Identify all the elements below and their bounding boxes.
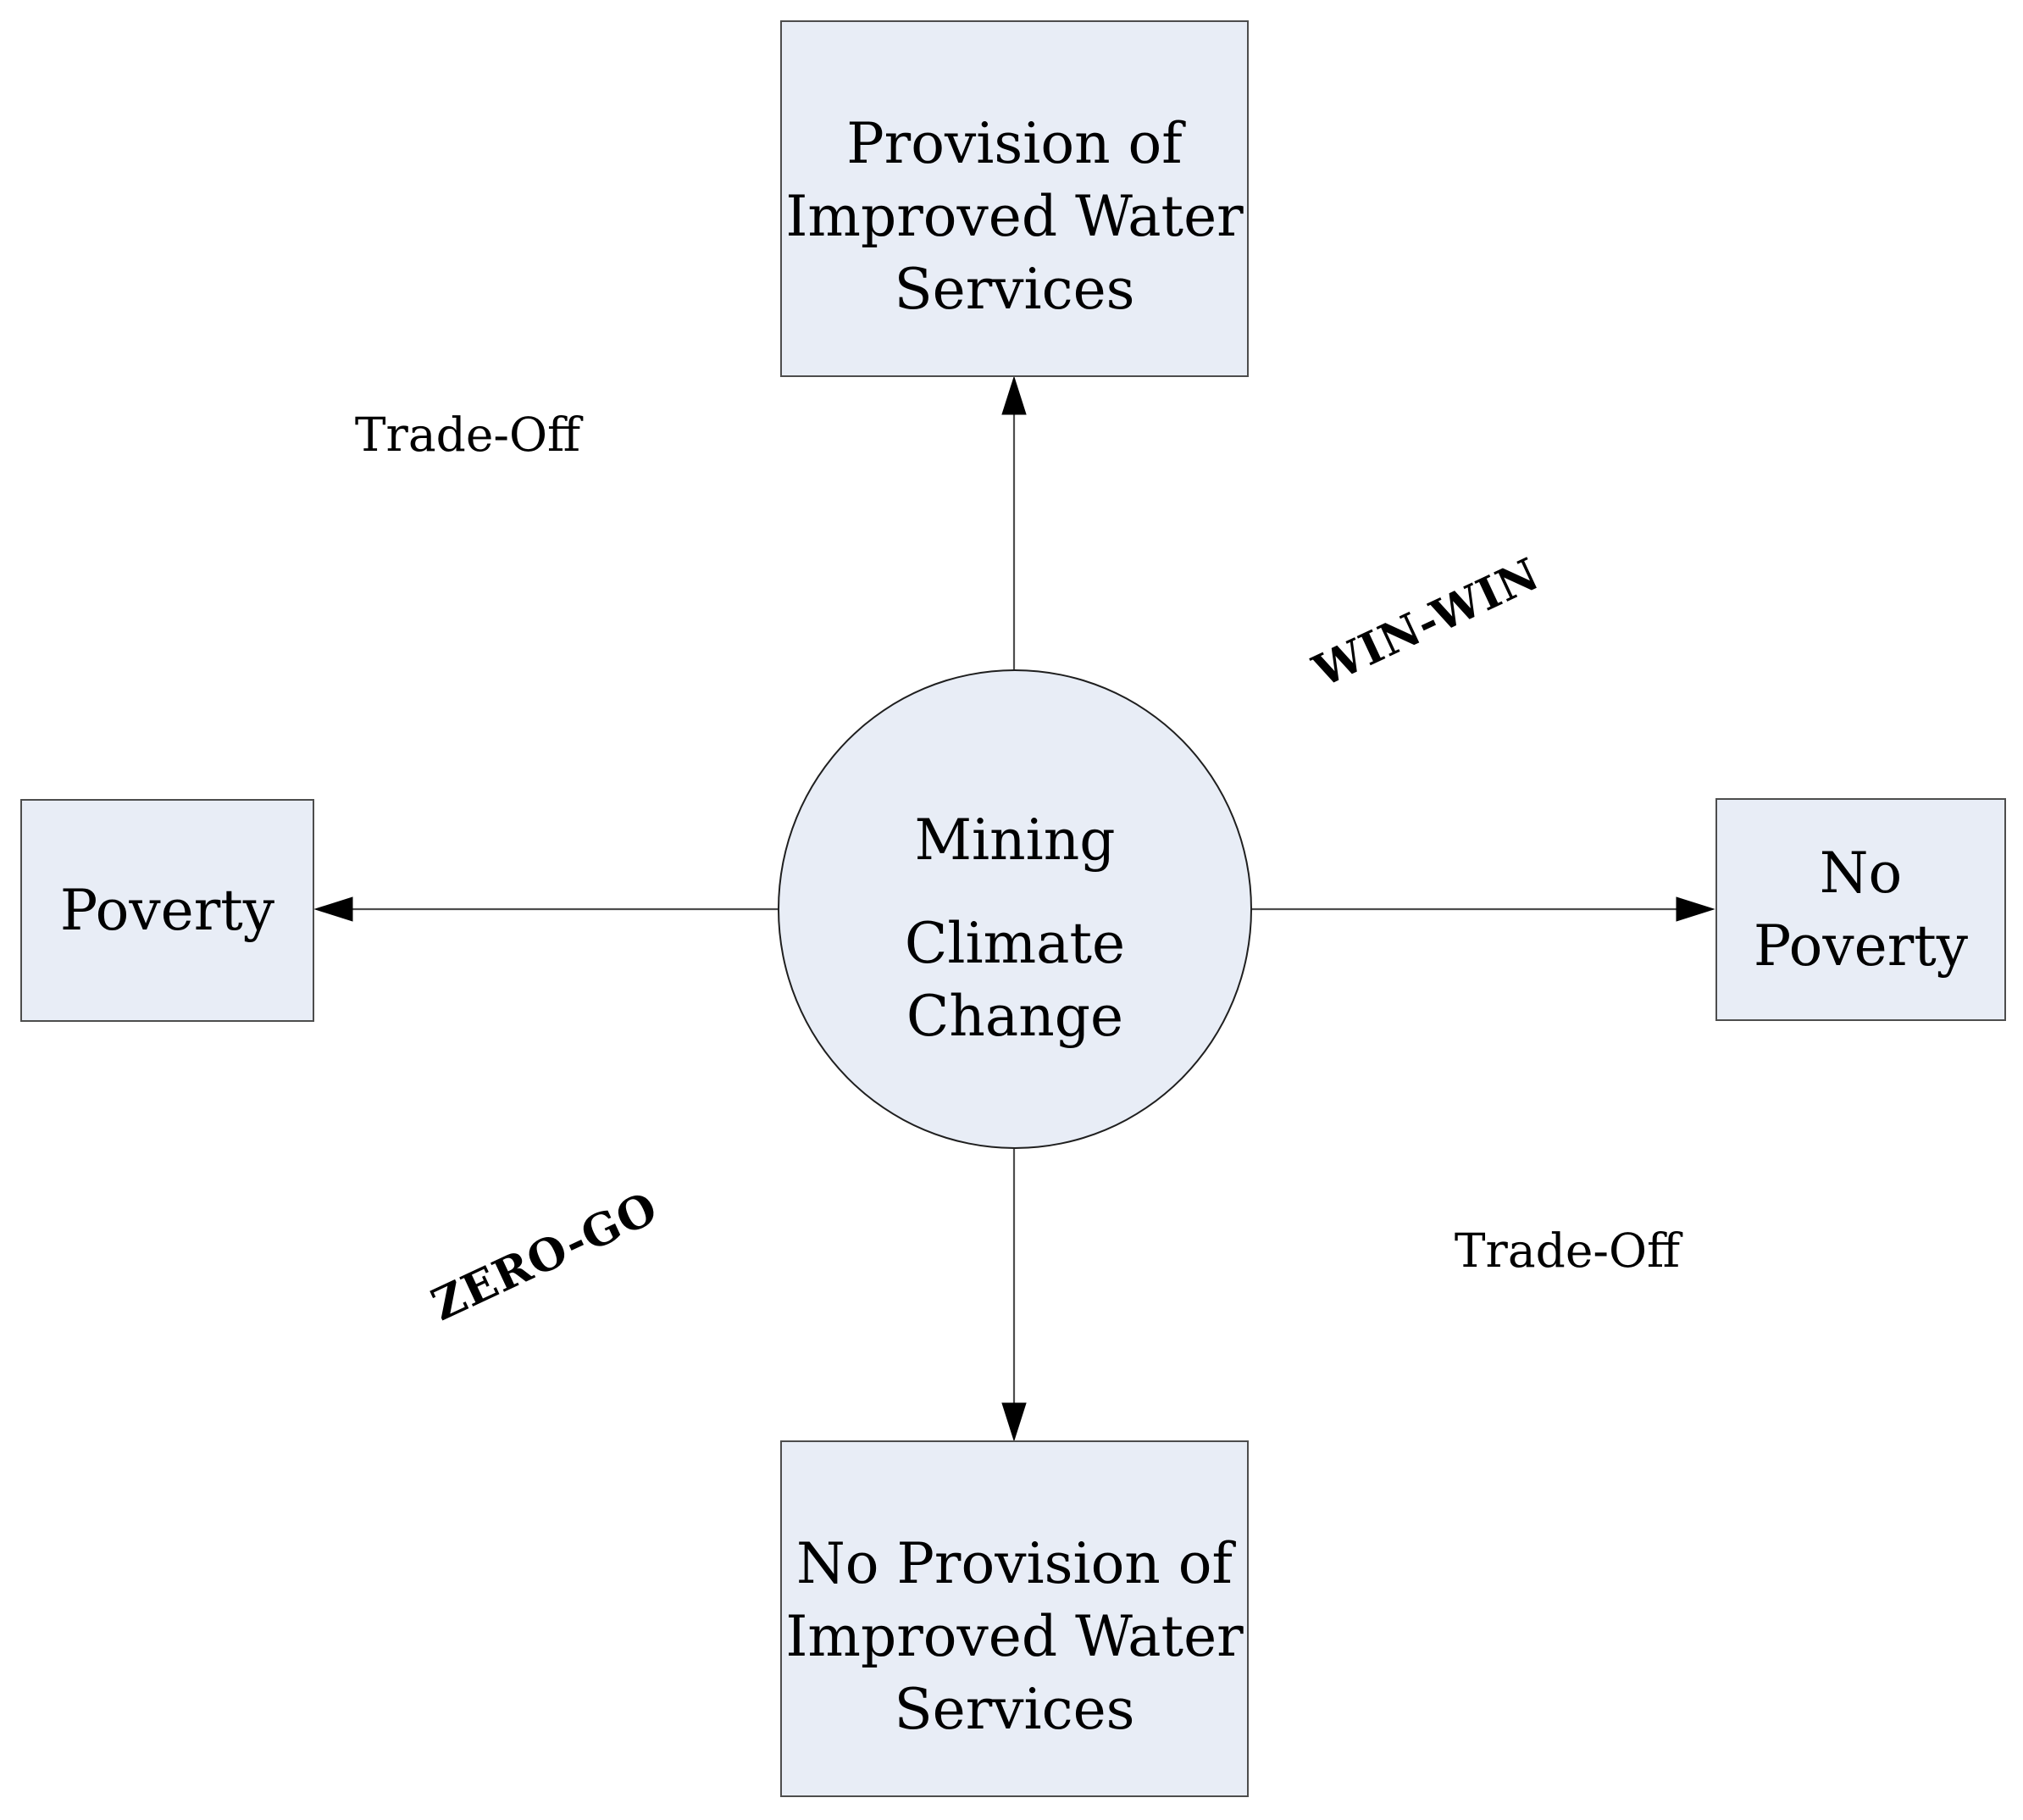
edge-label-win-win: WIN-WIN bbox=[1305, 547, 1548, 698]
arrow-down bbox=[1001, 1149, 1027, 1442]
edge-label-trade-off-bottom-right: Trade-Off bbox=[1454, 1224, 1681, 1278]
node-mining-climate-change: Mining Climate Change bbox=[778, 669, 1252, 1149]
arrowhead-left-icon bbox=[313, 896, 353, 922]
node-label: No Poverty bbox=[1753, 840, 1969, 979]
arrowhead-right-icon bbox=[1676, 896, 1715, 922]
node-label: No Provision of Improved Water Services bbox=[785, 1530, 1244, 1742]
center-node-title: Mining bbox=[914, 807, 1116, 873]
node-no-provision-improved-water-services: No Provision of Improved Water Services bbox=[780, 1440, 1249, 1797]
node-poverty: Poverty bbox=[20, 799, 314, 1022]
arrowhead-down-icon bbox=[1001, 1402, 1027, 1442]
node-no-poverty: No Poverty bbox=[1715, 798, 2006, 1021]
arrow-left bbox=[313, 896, 778, 922]
node-label: Poverty bbox=[59, 877, 275, 943]
center-node-subtitle: Climate Change bbox=[904, 911, 1126, 1049]
arrow-up bbox=[1001, 375, 1027, 670]
arrowhead-up-icon bbox=[1001, 375, 1027, 415]
edge-label-trade-off-top-left: Trade-Off bbox=[354, 408, 581, 462]
node-label: Provision of Improved Water Services bbox=[785, 110, 1244, 322]
arrow-right bbox=[1252, 896, 1715, 922]
node-provision-improved-water-services: Provision of Improved Water Services bbox=[780, 20, 1249, 377]
edge-label-zero-go: ZERO-GO bbox=[424, 1181, 666, 1332]
